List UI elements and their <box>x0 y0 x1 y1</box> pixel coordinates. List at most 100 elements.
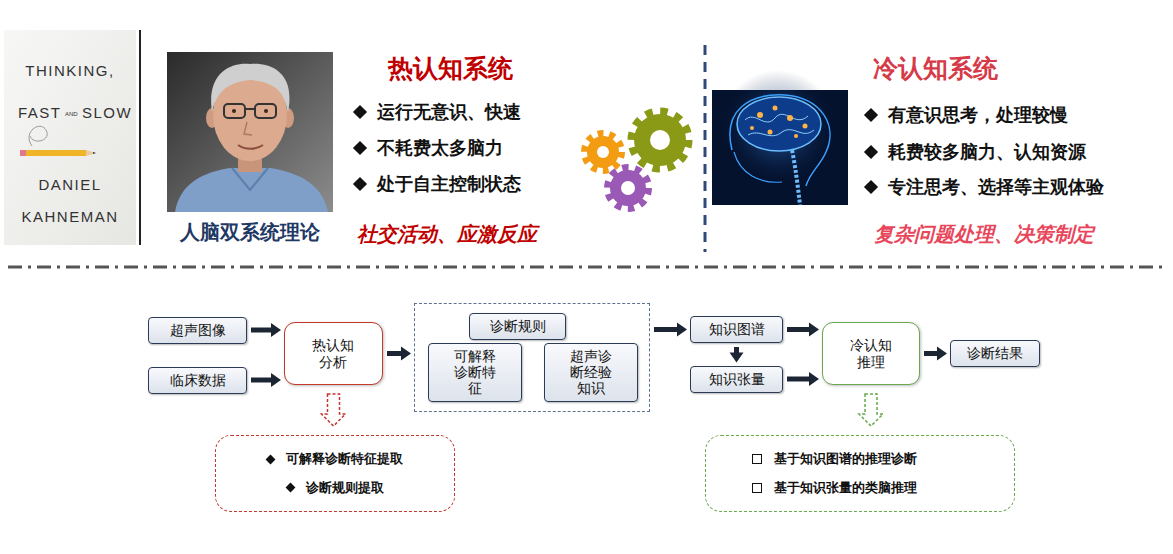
input-box: 超声图像 <box>148 317 247 344</box>
node-text: 知识张量 <box>709 371 765 387</box>
text-row: 超声诊断经验知识 <box>569 348 612 396</box>
arrow-head <box>937 347 947 361</box>
bullet-text: 有意识思考，处理较慢 <box>888 104 1068 126</box>
application-note: 复杂问题处理、决策制定 <box>874 222 1094 246</box>
text-row: 临床数据 <box>170 372 226 388</box>
connector-line <box>251 378 272 383</box>
text-column: 超声图像 <box>170 322 226 338</box>
connector-line <box>251 328 272 333</box>
connector-line <box>654 327 678 332</box>
text-column: 基于知识图谱的推理诊断基于知识张量的类脑推理 <box>752 452 917 496</box>
text-row: 可解释诊断特征提取 <box>267 452 403 467</box>
node-text: 可解释诊断特征 <box>453 348 496 396</box>
book-author: KAHNEMAN <box>5 208 135 226</box>
input-box: 临床数据 <box>148 367 247 394</box>
text-column: 可解释诊断特征 <box>453 348 496 396</box>
text-row: 可解释诊断特征 <box>453 348 496 396</box>
process-box: 冷认知推理 <box>822 322 920 385</box>
hollow-arrow <box>859 394 883 426</box>
connector <box>654 323 687 337</box>
text-column: 冷认知推理 <box>849 337 892 369</box>
diamond-bullet <box>353 105 367 119</box>
text-row: 超声图像 <box>170 322 226 338</box>
node-text: 冷认知推理 <box>849 337 892 369</box>
node-text: 知识图谱 <box>709 321 765 337</box>
text-column: 超声诊断经验知识 <box>569 348 612 396</box>
connector <box>730 347 744 363</box>
node-text: 临床数据 <box>170 372 226 388</box>
knowledge-box: 诊断规则 <box>469 313 566 340</box>
connector-line <box>787 377 810 382</box>
theory-caption: 人脑双系统理论 <box>162 220 338 244</box>
separator-line <box>139 30 141 245</box>
square-bullet <box>752 454 762 464</box>
text-row: 基于知识图谱的推理诊断 <box>752 452 917 467</box>
book-title: FAST <box>18 104 62 122</box>
diamond-bullet <box>266 454 276 464</box>
book-title: AND <box>65 111 78 118</box>
bullet-text: 运行无意识、快速 <box>377 101 521 123</box>
process-box: 热认知分析 <box>284 322 383 385</box>
text-column: 诊断结果 <box>967 345 1023 361</box>
node-text: 可解释诊断特征提取 <box>286 452 403 467</box>
connector-line <box>387 351 402 356</box>
diamond-bullet <box>285 483 295 493</box>
text-column: 热认知分析 <box>312 337 355 369</box>
connector <box>924 347 947 361</box>
diamond-bullet <box>864 108 878 122</box>
diamond-bullet <box>353 177 367 191</box>
brain-image <box>712 70 848 205</box>
arrow-head <box>809 372 819 386</box>
arrow-head <box>271 323 281 337</box>
node-text: 基于知识图谱的推理诊断 <box>774 452 917 467</box>
connector <box>251 323 281 337</box>
arrow-head <box>730 353 744 363</box>
group-box: 诊断规则可解释诊断特征 超声诊断经验知识 <box>414 303 650 412</box>
system-heading: 热认知系统 <box>355 54 545 84</box>
text-row: 冷认知推理 <box>849 337 892 369</box>
arrow-head <box>677 323 687 337</box>
text-column: 诊断规则 <box>490 318 546 334</box>
knowledge-box: 知识图谱 <box>690 316 783 343</box>
book-title: SLOW <box>82 104 132 122</box>
book-author: DANIEL <box>5 176 135 194</box>
knowledge-box: 知识张量 <box>690 366 783 393</box>
connector <box>787 323 819 337</box>
node-text: 超声图像 <box>170 322 226 338</box>
gears-icon <box>585 112 688 208</box>
diamond-bullet <box>864 180 878 194</box>
bullet-text: 专注思考、选择等主观体验 <box>888 176 1104 198</box>
arrow-head <box>809 323 819 337</box>
node-text: 诊断规则提取 <box>306 481 384 496</box>
connector <box>859 394 883 426</box>
node-text: 热认知分析 <box>312 337 355 369</box>
bullet-text: 处于自主控制状态 <box>377 173 521 195</box>
bullet-text: 不耗费太多脑力 <box>377 137 503 159</box>
book-cover <box>4 30 136 245</box>
knowledge-box: 超声诊断经验知识 <box>544 343 638 402</box>
divider-vertical <box>704 45 707 252</box>
connector <box>322 394 346 426</box>
text-column: 可解释诊断特征提取诊断规则提取 <box>267 452 403 496</box>
connector-line <box>787 327 810 332</box>
text-column: 知识张量 <box>709 371 765 387</box>
node-text: 超声诊断经验知识 <box>569 348 612 396</box>
node-text: 基于知识张量的类脑推理 <box>774 481 917 496</box>
hollow-arrow <box>322 394 346 426</box>
text-row: 诊断规则 <box>490 318 546 334</box>
text-row: 基于知识张量的类脑推理 <box>752 481 917 496</box>
connector <box>251 373 281 387</box>
output-box: 诊断结果 <box>950 340 1040 367</box>
portrait-photo <box>167 52 333 212</box>
connector <box>787 372 819 386</box>
divider-horizontal <box>8 266 1165 269</box>
node-text: 诊断结果 <box>967 345 1023 361</box>
text-row: 知识图谱 <box>709 321 765 337</box>
system-heading: 冷认知系统 <box>840 54 1030 84</box>
note-box: 基于知识图谱的推理诊断基于知识张量的类脑推理 <box>705 435 1015 512</box>
connector-line <box>924 351 938 356</box>
bullet-text: 耗费较多脑力、认知资源 <box>888 141 1086 163</box>
note-box: 可解释诊断特征提取诊断规则提取 <box>215 435 455 512</box>
text-row: 诊断规则提取 <box>287 481 384 496</box>
